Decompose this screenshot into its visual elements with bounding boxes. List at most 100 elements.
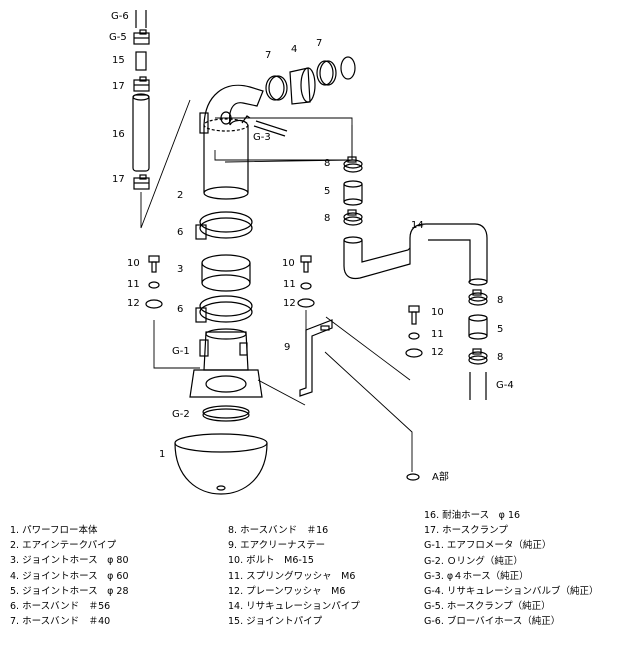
label-10-left: 10 — [127, 258, 140, 269]
legend-item: 11. スプリングワッシャ M6 — [228, 570, 356, 582]
legend-column-3: 16. 耐油ホース φ 16 17. ホースクランプ G-1. エアフロメータ（… — [424, 508, 599, 630]
hose-band-7-right — [316, 60, 337, 86]
legend-item: G-5. ホースクランプ（純正） — [424, 601, 551, 613]
label-8-c: 8 — [497, 295, 504, 306]
legend-item: 10. ボルト M6-15 — [228, 555, 314, 567]
label-12-mid: 12 — [283, 298, 296, 309]
legend-item: 2. エアインテークパイプ — [10, 540, 117, 552]
hose-band-8-a — [343, 156, 363, 173]
hose-clamp-17-bottom — [133, 174, 150, 190]
label-5-b: 5 — [497, 324, 504, 335]
legend-item: 17. ホースクランプ — [424, 525, 508, 537]
plain-washer-12-mid — [297, 298, 315, 308]
label-3: 3 — [177, 264, 184, 275]
label-g5: G-5 — [109, 32, 127, 43]
plain-washer-12-right — [405, 348, 423, 358]
legend-item: G-3. φ４ホース（純正） — [424, 570, 529, 582]
hose-band-8-b — [343, 209, 363, 226]
bolt-10-left — [148, 255, 160, 273]
legend-item: G-4. リサキュレーションバルブ（純正） — [424, 585, 599, 597]
label-2: 2 — [177, 190, 184, 201]
hose-clamp-17-top — [133, 76, 150, 92]
label-4: 4 — [291, 44, 298, 55]
label-17-bottom: 17 — [112, 174, 125, 185]
legend-item: G-6. ブローバイホース（純正） — [424, 616, 561, 628]
label-11-mid: 11 — [283, 279, 296, 290]
label-8-a: 8 — [324, 158, 331, 169]
label-8-d: 8 — [497, 352, 504, 363]
hose-band-8-d — [468, 348, 488, 365]
label-8-b: 8 — [324, 213, 331, 224]
air-cleaner-stay-9 — [299, 319, 333, 397]
air-intake-pipe-2 — [199, 84, 264, 200]
spring-washer-11-mid — [300, 282, 312, 290]
hose-band-6-top — [195, 211, 253, 240]
label-6-bottom: 6 — [177, 304, 184, 315]
recirculation-valve-g4 — [469, 372, 487, 400]
legend-item: 1. パワーフロー本体 — [10, 525, 98, 536]
legend-item: 15. ジョイントパイプ — [228, 616, 323, 628]
legend-item: 4. ジョイントホース φ 60 — [10, 570, 129, 582]
label-g1: G-1 — [172, 346, 190, 357]
label-10-right: 10 — [431, 307, 444, 318]
legend-item: 5. ジョイントホース φ 28 — [10, 585, 129, 597]
hose-band-6-bottom — [195, 295, 253, 323]
legend-item: G-1. エアフロメータ（純正） — [424, 540, 552, 552]
plain-washer-12-left — [145, 299, 163, 309]
label-1: 1 — [159, 449, 166, 460]
hose-band-7-left — [265, 75, 288, 101]
label-a-part: A部 — [432, 472, 449, 483]
legend-item: 8. ホースバンド ＃16 — [228, 525, 329, 536]
label-g2: G-2 — [172, 409, 190, 420]
joint-hose-4 — [289, 67, 316, 105]
power-flow-body-1 — [174, 433, 268, 495]
legend-item: 14. リサキュレーションパイプ — [228, 600, 360, 612]
hose-band-8-c — [468, 289, 488, 306]
label-g3: G-3 — [253, 132, 271, 143]
label-12-right: 12 — [431, 347, 444, 358]
blowby-hose-g6 — [135, 10, 147, 28]
legend-item: 9. エアクリーナステー — [228, 540, 326, 552]
flange-plate — [189, 369, 263, 398]
label-16: 16 — [112, 129, 125, 140]
ring-end — [340, 56, 356, 80]
label-17-top: 17 — [112, 81, 125, 92]
bolt-10-right — [408, 305, 420, 325]
joint-pipe-15 — [135, 51, 147, 71]
label-10-mid: 10 — [282, 258, 295, 269]
label-g6: G-6 — [111, 11, 129, 22]
air-flow-meter-g1 — [199, 328, 249, 371]
legend-item: G-2. Ｏリング（純正） — [424, 555, 523, 567]
label-15: 15 — [112, 55, 125, 66]
label-14: 14 — [411, 220, 424, 231]
legend-item: 16. 耐油ホース φ 16 — [424, 510, 521, 521]
legend-column-1: 1. パワーフロー本体 2. エアインテークパイプ 3. ジョイントホース φ … — [10, 523, 128, 629]
oil-hose-16 — [132, 93, 150, 172]
legend-item: 12. プレーンワッシャ M6 — [228, 585, 346, 597]
label-6-top: 6 — [177, 227, 184, 238]
label-12-left: 12 — [127, 298, 140, 309]
o-ring-g2 — [202, 405, 250, 422]
label-g4: G-4 — [496, 380, 514, 391]
label-11-right: 11 — [431, 329, 444, 340]
legend-item: 6. ホースバンド ＃56 — [10, 600, 111, 612]
a-part-hole — [406, 473, 420, 481]
spring-washer-11-right — [408, 332, 420, 340]
legend-column-2: 8. ホースバンド ＃16 9. エアクリーナステー 10. ボルト M6-15… — [228, 523, 360, 629]
label-7-right: 7 — [316, 38, 323, 49]
joint-hose-5-b — [468, 314, 488, 340]
joint-hose-3 — [201, 254, 251, 292]
recirculation-pipe-14 — [343, 223, 488, 286]
bolt-10-mid — [300, 255, 312, 273]
hose-clamp-g5 — [133, 29, 150, 45]
exploded-parts-diagram — [132, 10, 488, 495]
spring-washer-11-left — [148, 281, 160, 289]
label-5-a: 5 — [324, 186, 331, 197]
legend-item: 7. ホースバンド ＃40 — [10, 616, 111, 628]
joint-hose-5-a — [343, 180, 363, 206]
label-7-left: 7 — [265, 50, 272, 61]
phi4-hose-g3 — [253, 120, 288, 137]
label-11-left: 11 — [127, 279, 140, 290]
legend-item: 3. ジョイントホース φ 80 — [10, 555, 129, 567]
label-9: 9 — [284, 342, 291, 353]
